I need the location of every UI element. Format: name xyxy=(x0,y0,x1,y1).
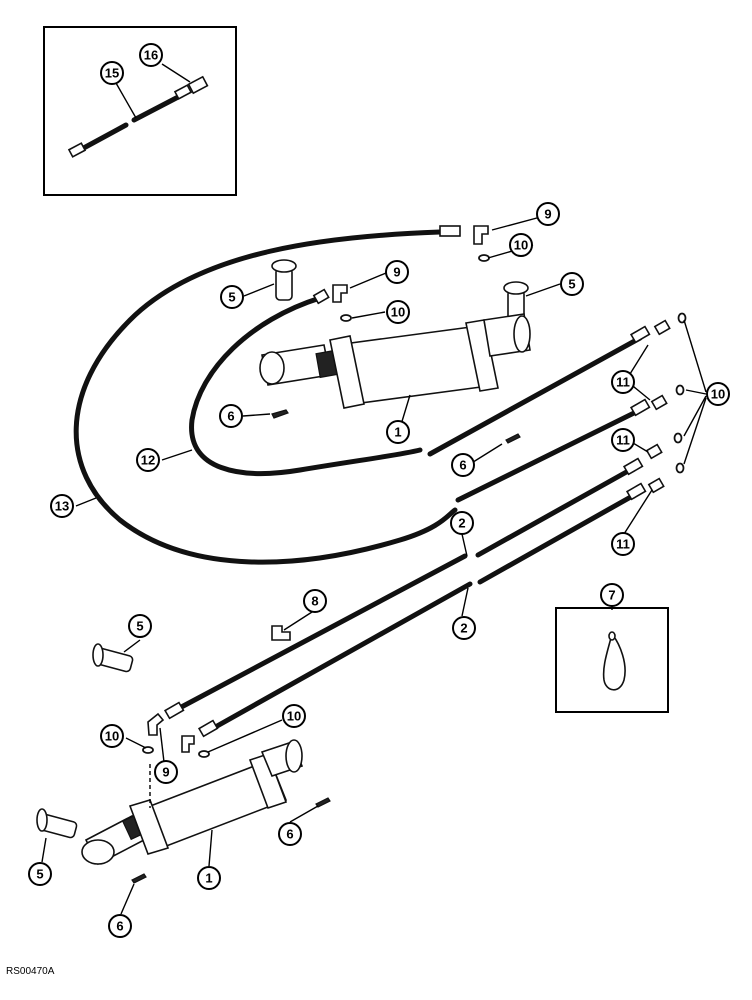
svg-text:5: 5 xyxy=(136,619,143,634)
callout-16: 16 xyxy=(139,43,163,67)
callout-11-first: 11 xyxy=(611,370,635,394)
callout-9-lower: 9 xyxy=(154,760,178,784)
svg-text:15: 15 xyxy=(105,66,119,81)
inset-item-7 xyxy=(555,607,669,713)
callout-13: 13 xyxy=(50,494,74,518)
callout-8: 8 xyxy=(303,589,327,613)
svg-text:10: 10 xyxy=(287,709,301,724)
callout-15: 15 xyxy=(100,61,124,85)
hose-2-lower xyxy=(169,553,473,733)
callout-9-upper-mid: 9 xyxy=(385,260,409,284)
svg-text:5: 5 xyxy=(36,867,43,882)
svg-text:11: 11 xyxy=(616,537,630,552)
pin-middle-left xyxy=(92,643,134,673)
callout-10-right: 10 xyxy=(706,382,730,406)
callout-1-lower: 1 xyxy=(197,866,221,890)
svg-text:6: 6 xyxy=(286,827,293,842)
inset-fitting xyxy=(187,75,209,95)
callout-5-upper-left: 5 xyxy=(220,285,244,309)
pins-5 xyxy=(36,259,529,839)
callout-6-lower-right: 6 xyxy=(278,822,302,846)
callout-6-upper-left: 6 xyxy=(219,404,243,428)
hose-12 xyxy=(189,288,423,476)
pin-lower-left xyxy=(36,808,78,839)
svg-text:6: 6 xyxy=(116,919,123,934)
svg-text:10: 10 xyxy=(391,305,405,320)
svg-text:10: 10 xyxy=(711,387,725,402)
elbow-8 xyxy=(271,625,291,641)
svg-text:2: 2 xyxy=(460,621,467,636)
svg-text:7: 7 xyxy=(608,588,615,603)
svg-text:13: 13 xyxy=(55,499,69,514)
callout-11-third: 11 xyxy=(611,532,635,556)
callout-2-lower: 2 xyxy=(452,616,476,640)
callout-2-upper: 2 xyxy=(450,511,474,535)
clips-6 xyxy=(131,409,521,884)
callout-6-lower-left: 6 xyxy=(108,914,132,938)
cylinder-upper xyxy=(259,313,531,409)
svg-text:9: 9 xyxy=(162,765,169,780)
svg-text:1: 1 xyxy=(205,871,212,886)
callout-7: 7 xyxy=(600,583,624,607)
callout-6-upper-right: 6 xyxy=(451,453,475,477)
svg-text:6: 6 xyxy=(459,458,466,473)
svg-text:6: 6 xyxy=(227,409,234,424)
hose-13 xyxy=(73,225,461,565)
svg-text:9: 9 xyxy=(544,207,551,222)
cylinder-lower xyxy=(81,739,304,866)
svg-text:10: 10 xyxy=(105,729,119,744)
svg-text:11: 11 xyxy=(616,433,630,448)
elbows-9 xyxy=(147,225,489,753)
callout-9-top: 9 xyxy=(536,202,560,226)
svg-text:11: 11 xyxy=(616,375,630,390)
lower-hose-fittings xyxy=(163,701,219,738)
svg-text:5: 5 xyxy=(568,277,575,292)
inset-hose xyxy=(67,84,193,158)
right-fittings xyxy=(622,325,651,501)
pin-upper-left xyxy=(271,259,297,301)
svg-text:1: 1 xyxy=(394,425,401,440)
inset-frame xyxy=(43,26,237,196)
inset-hose-detail xyxy=(43,26,237,196)
callout-5-upper-right: 5 xyxy=(560,272,584,296)
figure-id: RS00470A xyxy=(6,966,55,977)
svg-text:12: 12 xyxy=(141,453,155,468)
svg-text:16: 16 xyxy=(144,48,158,63)
callout-10-lower-left: 10 xyxy=(100,724,124,748)
svg-text:5: 5 xyxy=(228,290,235,305)
callout-1-upper: 1 xyxy=(386,420,410,444)
callout-10-top: 10 xyxy=(509,233,533,257)
callout-11-second: 11 xyxy=(611,428,635,452)
callout-5-middle-left: 5 xyxy=(128,614,152,638)
svg-text:9: 9 xyxy=(393,265,400,280)
callout-5-lower-left: 5 xyxy=(28,862,52,886)
svg-text:8: 8 xyxy=(311,594,318,609)
svg-text:10: 10 xyxy=(514,238,528,253)
callout-12: 12 xyxy=(136,448,160,472)
hose-2-upper xyxy=(427,335,643,585)
adapters-11 xyxy=(645,319,671,494)
svg-text:2: 2 xyxy=(458,516,465,531)
callout-10-lower-right: 10 xyxy=(282,704,306,728)
callout-10-upper-mid: 10 xyxy=(386,300,410,324)
